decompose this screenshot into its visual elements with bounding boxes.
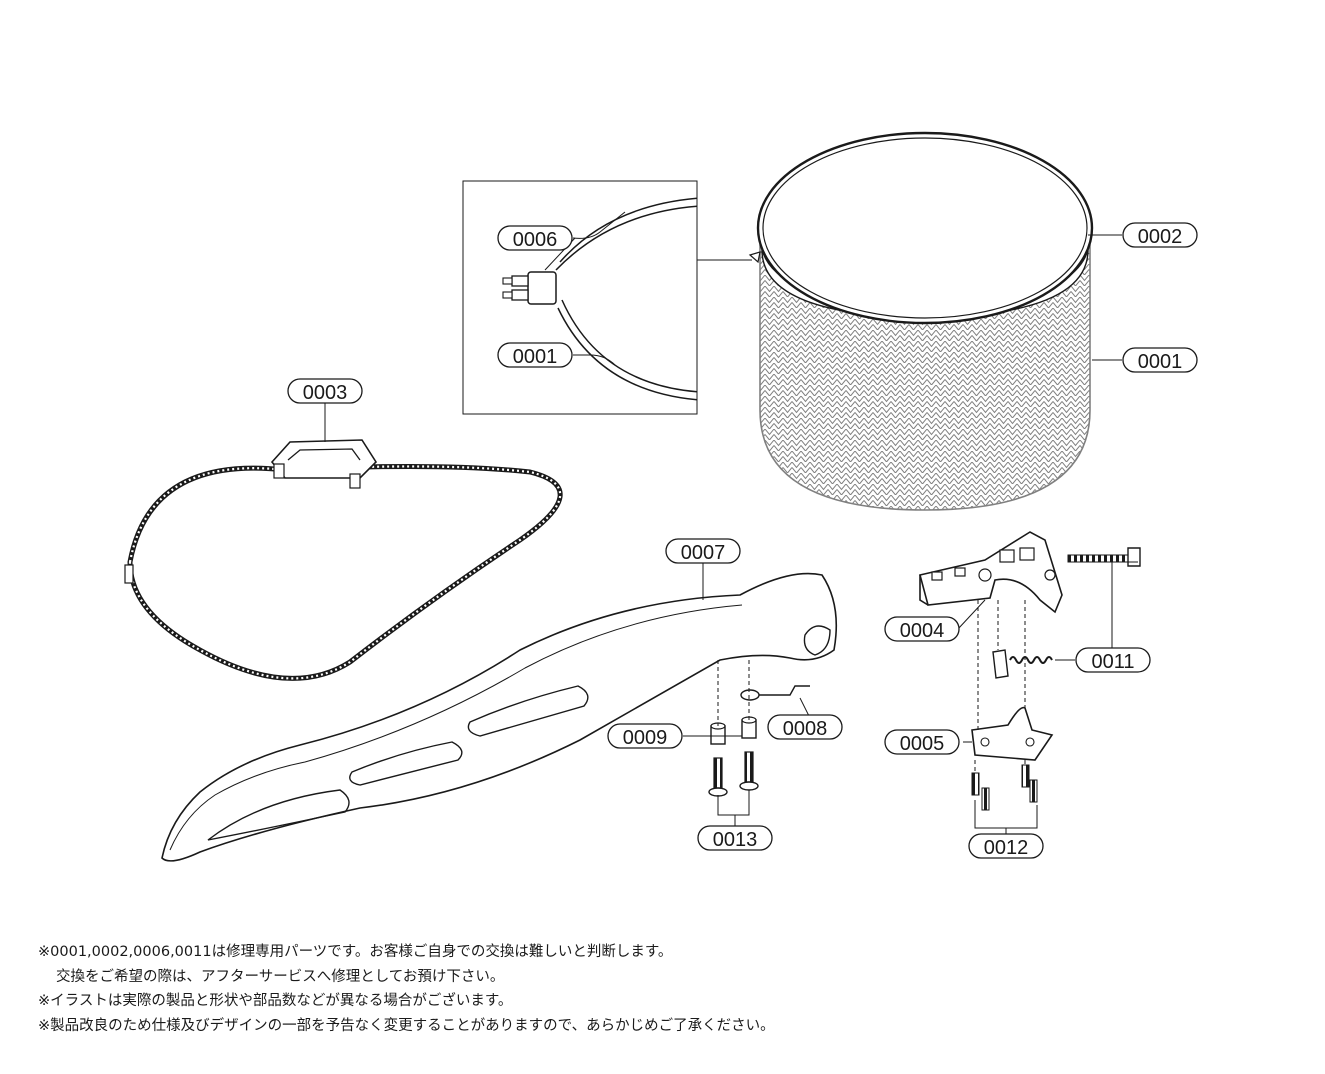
part-label-0003: 0003 bbox=[287, 378, 363, 404]
frame-handle-illustration bbox=[161, 572, 838, 862]
svg-text:0011: 0011 bbox=[1091, 651, 1134, 673]
svg-text:0003: 0003 bbox=[303, 382, 348, 404]
part-label-0013: 0013 bbox=[697, 825, 773, 851]
part-label-0001-detail: 0001 bbox=[497, 342, 573, 368]
part-label-0004: 0004 bbox=[884, 616, 960, 642]
svg-text:0012: 0012 bbox=[984, 837, 1029, 859]
note-illustration-differs: ※イラストは実際の製品と形状や部品数などが異なる場合がございます。 bbox=[38, 993, 513, 1009]
svg-text:0004: 0004 bbox=[900, 620, 945, 642]
svg-text:0002: 0002 bbox=[1138, 226, 1183, 248]
detail-inset bbox=[462, 180, 752, 415]
svg-text:0009: 0009 bbox=[623, 727, 668, 749]
exploded-parts-diagram: 0002 0001 0006 0001 0003 0007 0004 0011 … bbox=[124, 131, 1198, 862]
part-label-0001-main: 0001 bbox=[1122, 347, 1198, 373]
part-label-0002: 0002 bbox=[1122, 222, 1198, 248]
svg-text:0001: 0001 bbox=[1138, 351, 1183, 373]
part-label-0007: 0007 bbox=[665, 538, 741, 564]
part-label-0005: 0005 bbox=[884, 729, 960, 755]
svg-text:0008: 0008 bbox=[783, 718, 828, 740]
svg-text:0013: 0013 bbox=[713, 829, 758, 851]
part-label-0006: 0006 bbox=[497, 225, 573, 251]
note-service-request: 交換をご希望の際は、アフターサービスへ修理としてお預け下さい。 bbox=[56, 968, 505, 985]
notes-section: ※0001,0002,0006,0011は修理専用パーツです。お客様ご自身での交… bbox=[38, 940, 1298, 1038]
part-label-0009: 0009 bbox=[607, 723, 683, 749]
part-label-0011: 0011 bbox=[1075, 647, 1151, 673]
zipper-illustration bbox=[124, 439, 563, 681]
svg-text:0001: 0001 bbox=[513, 346, 558, 368]
note-spec-change: ※製品改良のため仕様及びデザインの一部を予告なく変更することがありますので、あら… bbox=[38, 1017, 775, 1034]
svg-text:0005: 0005 bbox=[900, 733, 945, 755]
small-parts-illustration bbox=[708, 660, 810, 797]
part-label-0012: 0012 bbox=[968, 833, 1044, 859]
svg-text:0006: 0006 bbox=[513, 229, 558, 251]
leader-lines bbox=[324, 211, 1138, 834]
part-label-0008: 0008 bbox=[767, 714, 843, 740]
lock-mechanism-illustration bbox=[919, 531, 1141, 811]
note-repair-only: ※0001,0002,0006,0011は修理専用パーツです。お客様ご自身での交… bbox=[38, 944, 673, 960]
net-bag-illustration bbox=[748, 131, 1094, 511]
svg-text:0007: 0007 bbox=[681, 542, 726, 564]
